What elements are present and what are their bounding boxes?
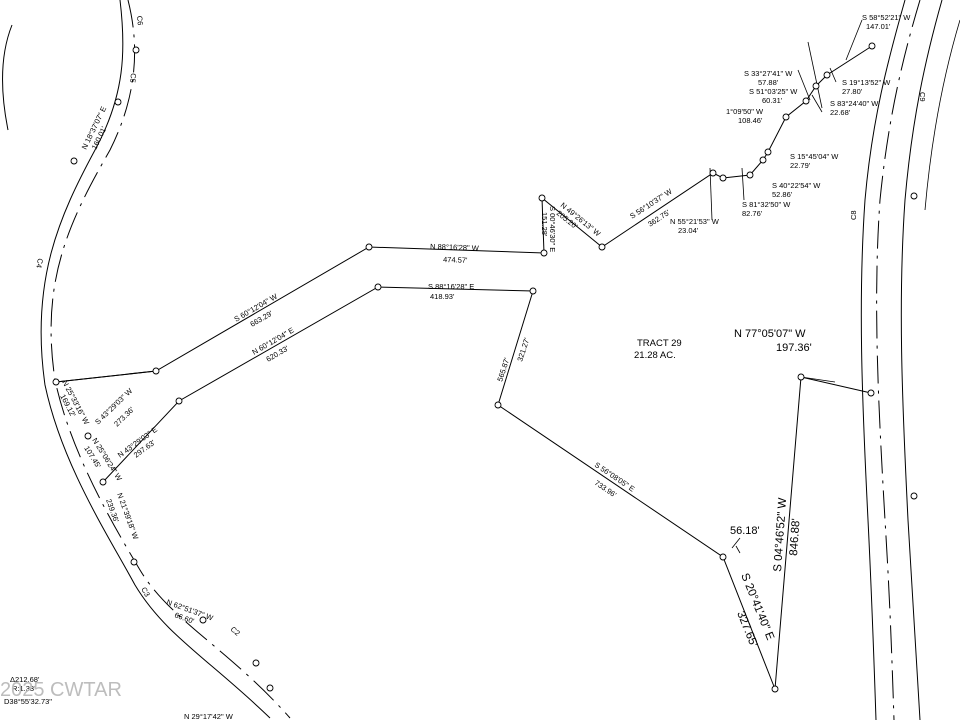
call-n29: N 29°17'42" W <box>184 712 234 720</box>
call-s58-distance: 147.01' <box>866 22 891 31</box>
call-s40-distance: 52.86' <box>772 190 793 199</box>
call-s04-bearing: S 04°46'52" W <box>772 497 789 572</box>
call-s56-10-distance: 362.75' <box>646 208 672 229</box>
call-n77-bearing: N 77°05'07" W <box>734 328 806 340</box>
call-seg-5618: 56.18' <box>730 525 760 537</box>
curve-data-delta: Δ212.68' <box>10 675 40 684</box>
call-c109-distance: 108.46' <box>738 116 763 125</box>
call-n55-distance: 23.04' <box>678 226 699 235</box>
call-n55-bearing: N 55°21'53" W <box>670 217 720 226</box>
curve-data-degree: D38°55'32.73" <box>4 697 52 706</box>
leader-lines <box>709 19 863 554</box>
curve-label-c6: C6 <box>135 15 145 25</box>
call-s51-bearing: S 51°03'25" W <box>749 87 798 96</box>
call-n88-distance: 474.57' <box>443 255 468 265</box>
call-n77-distance: 197.36' <box>776 342 812 354</box>
call-s33-distance: 57.88' <box>758 78 779 87</box>
tract-area: 21.28 AC. <box>634 350 676 361</box>
curve-labels: C6 C5 C4 C3 C2 C8 C9 <box>34 15 927 637</box>
curve-data-block: Δ212.68' R:1.33' D38°55'32.73" <box>4 675 52 706</box>
curve-label-c8: C8 <box>849 210 858 220</box>
curve-label-c3: C3 <box>139 586 152 599</box>
call-s83-distance: 22.68' <box>830 108 851 117</box>
call-s19-distance: 27.80' <box>842 87 863 96</box>
call-s00-distance: 151.28' <box>540 212 549 237</box>
call-s88-bearing: S 88°16'28" E <box>428 282 474 291</box>
call-s00-bearing: S 00°46'30" E <box>548 206 557 252</box>
right-road-row <box>860 0 960 720</box>
watermark: 2025 CWTAR <box>0 679 122 701</box>
curve-data-radius: R:1.33' <box>12 684 36 693</box>
tract-label: TRACT 29 21.28 AC. <box>634 338 682 361</box>
call-s88-distance: 418.93' <box>430 292 455 301</box>
call-s33-bearing: S 33°27'41" W <box>744 69 793 78</box>
curve-label-c4: C4 <box>34 258 45 269</box>
call-s51-distance: 60.31' <box>762 96 783 105</box>
boundary-points <box>52 42 918 693</box>
curve-label-c9: C9 <box>918 92 927 102</box>
call-s81-bearing: S 81°32'50" W <box>742 200 791 209</box>
left-road-row <box>1 0 291 719</box>
call-s83-bearing: S 83°24'40" W <box>830 99 879 108</box>
curve-label-c2: C2 <box>229 625 242 638</box>
call-n88-bearing: N 88°16'28" W <box>430 242 480 253</box>
call-s81-distance: 82.76' <box>742 209 763 218</box>
call-s15-distance: 22.79' <box>790 161 811 170</box>
call-s19-bearing: S 19°13'52" W <box>842 78 891 87</box>
call-s04-distance: 846.88' <box>788 518 803 556</box>
call-s40-bearing: S 40°22'54" W <box>772 181 821 190</box>
call-s15-bearing: S 15°45'04" W <box>790 152 839 161</box>
call-s58-bearing: S 58°52'21" W <box>862 13 911 22</box>
curve-label-c5: C5 <box>128 73 138 83</box>
tract-name: TRACT 29 <box>637 338 682 349</box>
call-c109-bearing: 1°09'50" W <box>726 107 764 116</box>
